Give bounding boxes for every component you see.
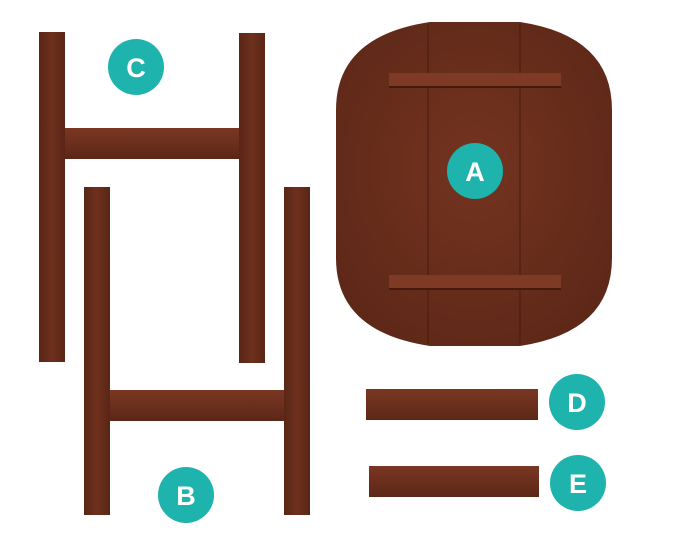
label-b: B — [158, 467, 214, 523]
part-d-crossbar — [366, 389, 538, 420]
label-e: E — [550, 455, 606, 511]
part-e-crossbar — [369, 466, 539, 497]
label-b-badge — [158, 467, 214, 523]
part-c-right-leg — [239, 33, 265, 363]
label-b-text: B — [176, 481, 196, 511]
part-b-stretcher — [110, 390, 284, 421]
tabletop-cleat-bottom-shadow — [389, 288, 561, 290]
part-c-leg-frame — [39, 32, 265, 363]
label-d: D — [549, 374, 605, 430]
label-d-badge — [549, 374, 605, 430]
part-b-leg-frame — [84, 187, 310, 515]
label-a-text: A — [465, 157, 485, 187]
part-b-right-leg — [284, 187, 310, 515]
label-e-text: E — [569, 469, 587, 499]
tabletop-cleat-bottom — [389, 275, 561, 288]
label-c-text: C — [126, 53, 146, 83]
label-e-badge — [550, 455, 606, 511]
label-a: A — [447, 143, 503, 199]
part-c-left-leg — [39, 32, 65, 362]
tabletop-cleat-top — [389, 73, 561, 86]
tabletop-cleat-top-shadow — [389, 86, 561, 88]
label-c-badge — [108, 39, 164, 95]
label-d-text: D — [567, 388, 587, 418]
label-c: C — [108, 39, 164, 95]
label-a-badge — [447, 143, 503, 199]
part-c-stretcher — [65, 128, 239, 159]
part-b-left-leg — [84, 187, 110, 515]
